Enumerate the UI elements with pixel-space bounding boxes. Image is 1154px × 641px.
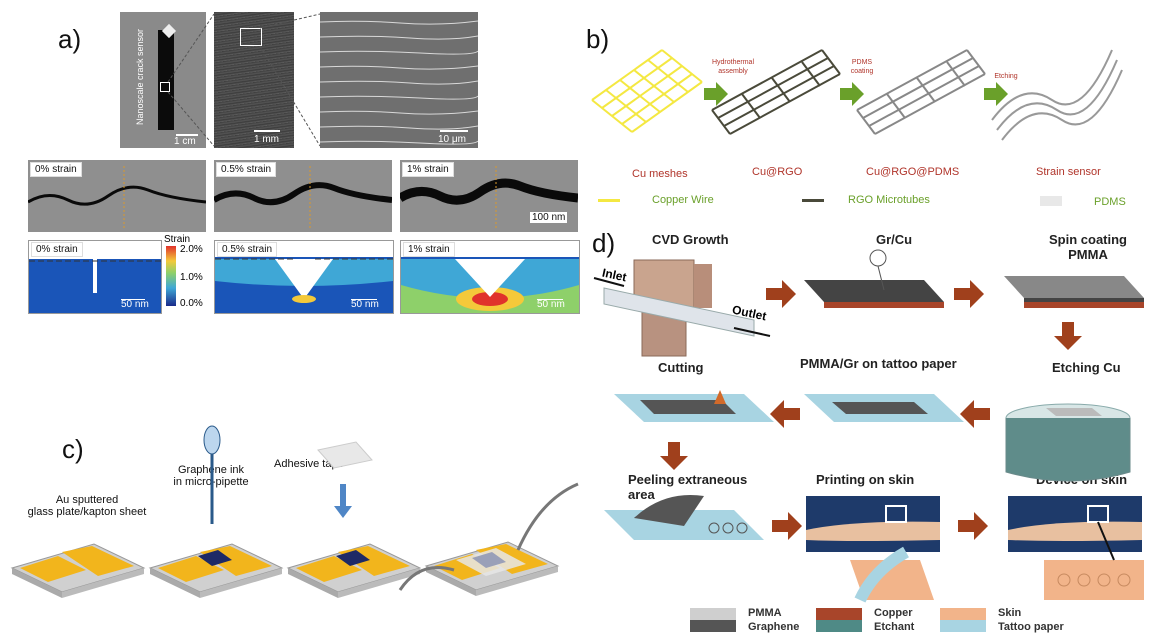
d-device-photo — [1008, 496, 1144, 600]
d-step-grcu: Gr/Cu — [876, 232, 913, 247]
b-step-pdms: PDMS coating — [850, 59, 874, 75]
b-legend-swatch-pdms — [1040, 196, 1062, 206]
d-legend-etchant: Etchant — [874, 621, 915, 633]
sim-tag-0: 0% strain — [31, 242, 83, 257]
d-cvd-furnace — [593, 259, 771, 357]
scale-50nm-1: 50 nm — [537, 299, 565, 310]
d-step-peeling: Peeling extraneous area — [628, 472, 748, 502]
d-etch-beaker — [1005, 403, 1131, 482]
c-label-ink: Graphene ink in micro-pipette — [173, 464, 249, 488]
scale-100nm: 100 nm — [530, 212, 568, 223]
b-legend-pdms: PDMS — [1094, 196, 1126, 208]
b-schematic — [591, 49, 1123, 141]
panel-c-letter: c) — [62, 434, 84, 464]
b-stage-cu-rgo-pdms: Cu@RGO@PDMS — [866, 166, 960, 178]
b-step-etching: Etching — [994, 73, 1018, 80]
d-arrows — [660, 280, 1082, 540]
d-step-spin: Spin coating PMMA — [1049, 232, 1127, 262]
d-legend-swatch-skin — [940, 608, 986, 620]
b-stage-cu-rgo: Cu@RGO — [752, 166, 803, 178]
panel-a-letter: a) — [58, 24, 82, 54]
d-legend-swatch-graphene — [690, 620, 736, 632]
colorbar — [166, 246, 176, 306]
d-legend-swatch-etchant — [816, 620, 862, 632]
b-legend-swatch-copper — [598, 199, 620, 202]
b-legend-swatch-rgo — [802, 199, 824, 202]
c-plate-4 — [398, 482, 579, 596]
panel-b-letter: b) — [586, 24, 610, 54]
crack-img-0: 0% strain — [28, 160, 206, 232]
sem-10um: 10 μm — [320, 12, 478, 148]
b-legend-copper: Copper Wire — [652, 194, 714, 206]
sim-img-05: 0.5% strain 50 nm — [214, 240, 394, 314]
c-plate-3 — [286, 543, 422, 598]
c-schematic — [10, 425, 579, 598]
d-legend-pmma: PMMA — [748, 607, 782, 619]
colorbar-tick-1: 1.0% — [180, 272, 203, 283]
d-legend-swatch-tattoo — [940, 620, 986, 632]
d-legend-copper: Copper — [874, 607, 913, 619]
scale-1cm: 1 cm — [174, 136, 196, 147]
d-legend-skin: Skin — [998, 607, 1022, 619]
d-tattoo-sheet — [804, 394, 964, 422]
d-step-cutting: Cutting — [658, 360, 704, 375]
sensor-label: Nanoscale crack sensor — [135, 28, 146, 126]
b-step-hydrothermal: Hydrothermal assembly — [711, 59, 754, 75]
sim-img-0: 0% strain 50 nm — [28, 240, 162, 314]
colorbar-tick-2: 2.0% — [180, 244, 203, 255]
b-stage-strain-sensor: Strain sensor — [1036, 166, 1101, 178]
d-legend-tattoo: Tattoo paper — [998, 621, 1064, 633]
scale-10um: 10 μm — [438, 134, 466, 145]
scale-50nm-05: 50 nm — [351, 299, 379, 310]
d-legend-graphene: Graphene — [748, 621, 800, 633]
sim-tag-1: 1% strain — [403, 242, 455, 257]
c-label-substrate: Au sputtered glass plate/kapton sheet — [27, 494, 147, 518]
sim-img-1: 1% strain 50 nm — [400, 240, 580, 314]
c-plate-2 — [148, 543, 284, 598]
d-step-etch: Etching Cu — [1052, 360, 1121, 375]
crack-img-05: 0.5% strain — [214, 160, 392, 232]
d-peeling-sheet — [604, 494, 764, 540]
b-stage-cu-meshes: Cu meshes — [632, 168, 688, 180]
panel-d-letter: d) — [592, 228, 616, 258]
d-printing-photo — [806, 496, 940, 603]
b-legend-rgo: RGO Microtubes — [848, 194, 930, 206]
crack-img-1: 1% strain 100 nm — [400, 160, 578, 232]
colorbar-tick-0: 0.0% — [180, 298, 203, 309]
d-legend-swatch-pmma — [690, 608, 736, 620]
d-grcu-slab — [804, 249, 944, 308]
d-step-cvd: CVD Growth — [652, 232, 729, 247]
d-cutting-sheet — [614, 390, 774, 422]
d-legend-swatch-copper — [816, 608, 862, 620]
c-label-tape: Adhesive tape — [274, 458, 344, 470]
sem-1mm: 1 mm — [214, 12, 294, 148]
strain-tag-0: 0% strain — [30, 162, 82, 177]
d-spin-slab — [1004, 276, 1144, 308]
c-plate-1 — [10, 543, 146, 598]
d-step-tattoo: PMMA/Gr on tattoo paper — [800, 356, 957, 371]
d-step-printing: Printing on skin — [816, 472, 915, 487]
colorbar-title: Strain — [164, 234, 191, 245]
strain-tag-05: 0.5% strain — [216, 162, 277, 177]
d-schematic — [593, 249, 1144, 603]
scale-50nm-0: 50 nm — [121, 299, 149, 310]
sim-tag-05: 0.5% strain — [217, 242, 278, 257]
strain-tag-1: 1% strain — [402, 162, 454, 177]
scale-1mm: 1 mm — [254, 134, 279, 145]
sensor-photo: Nanoscale crack sensor 1 cm — [120, 12, 206, 148]
